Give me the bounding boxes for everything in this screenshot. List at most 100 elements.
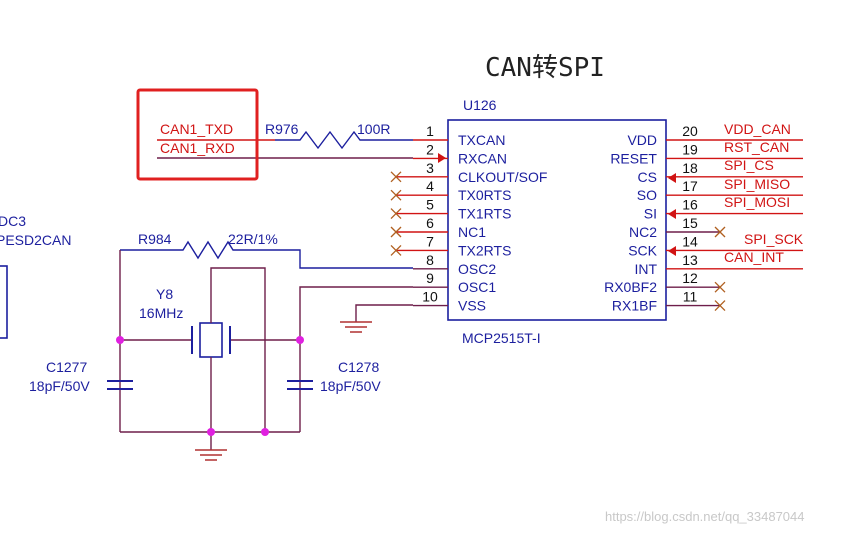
junction-dot xyxy=(207,428,215,436)
y8-ref: Y8 xyxy=(156,286,173,302)
partial-ref: DC3 xyxy=(0,213,26,229)
pin-number: 5 xyxy=(426,197,434,213)
net-vdd-can: VDD_CAN xyxy=(724,121,791,137)
pin-name: OSC2 xyxy=(458,261,496,277)
pin-name: RESET xyxy=(610,150,657,166)
pin-number: 7 xyxy=(426,233,434,249)
pin-number: 6 xyxy=(426,215,434,231)
pin-number: 3 xyxy=(426,160,434,176)
pin2-input-arrow xyxy=(438,153,446,163)
pin-name: RX1BF xyxy=(612,298,657,314)
pin16-input-arrow xyxy=(668,209,676,219)
r984-ref: R984 xyxy=(138,231,172,247)
net-can1-txd: CAN1_TXD xyxy=(160,121,233,137)
c1277-value: 18pF/50V xyxy=(29,378,90,394)
no-connect-mark xyxy=(714,281,726,293)
net-can-int: CAN_INT xyxy=(724,249,784,265)
net-spi-mosi: SPI_MOSI xyxy=(724,194,790,210)
ic-right-pins: 20VDD19RESET18CS17SO16SI15NC214SCK13INT1… xyxy=(604,123,803,314)
resistor-r984 xyxy=(120,240,413,269)
pin-name: CLKOUT/SOF xyxy=(458,169,547,185)
wire-vss xyxy=(355,304,413,322)
pin-name: SCK xyxy=(628,242,657,258)
pin-name: NC2 xyxy=(629,224,657,240)
net-spi-miso: SPI_MISO xyxy=(724,176,790,192)
watermark: https://blog.csdn.net/qq_33487044 xyxy=(605,509,805,524)
pin-number: 17 xyxy=(682,178,698,194)
r976-ref: R976 xyxy=(265,121,299,137)
no-connect-mark xyxy=(390,171,402,183)
ground-symbol-osc xyxy=(195,449,227,461)
wire-crystal-case xyxy=(210,267,266,432)
pin-number: 18 xyxy=(682,160,698,176)
pin14-input-arrow xyxy=(668,246,676,256)
pin-number: 12 xyxy=(682,270,698,286)
no-connect-mark xyxy=(390,226,402,238)
partial-component-body xyxy=(0,265,8,339)
partial-value: PESD2CAN xyxy=(0,232,71,248)
pin-number: 19 xyxy=(682,141,698,157)
pin-number: 10 xyxy=(422,289,438,305)
pin-number: 9 xyxy=(426,270,434,286)
diagram-title: CAN转SPI xyxy=(485,53,605,83)
pin-number: 15 xyxy=(682,215,698,231)
pin-name: VSS xyxy=(458,298,486,314)
pin-number: 14 xyxy=(682,233,698,249)
highlight-box xyxy=(136,88,259,181)
pin-name: SO xyxy=(637,187,657,203)
pin-name: RXCAN xyxy=(458,150,507,166)
net-spi-sck: SPI_SCK xyxy=(744,231,804,247)
pin-name: TX2RTS xyxy=(458,242,511,258)
junction-dot xyxy=(116,336,124,344)
r976-value: 100R xyxy=(357,121,390,137)
pin-number: 4 xyxy=(426,178,434,194)
c1278-value: 18pF/50V xyxy=(320,378,381,394)
pin-name: TX1RTS xyxy=(458,206,511,222)
pin-name: OSC1 xyxy=(458,279,496,295)
pin-name: INT xyxy=(634,261,657,277)
ground-symbol-vss xyxy=(340,321,372,333)
pin-name: VDD xyxy=(627,132,657,148)
c1277-ref: C1277 xyxy=(46,359,87,375)
crystal-body xyxy=(199,322,223,358)
pin-number: 8 xyxy=(426,252,434,268)
wire-osc1 xyxy=(299,286,413,432)
junction-dot xyxy=(261,428,269,436)
no-connect-mark xyxy=(714,226,726,238)
pin-name: CS xyxy=(638,169,657,185)
pin-number: 16 xyxy=(682,197,698,213)
r984-value: 22R/1% xyxy=(228,231,278,247)
net-spi-cs: SPI_CS xyxy=(724,157,774,173)
ic-ref: U126 xyxy=(463,97,497,113)
no-connect-mark xyxy=(390,208,402,220)
pin-name: SI xyxy=(644,206,657,222)
no-connect-mark xyxy=(390,189,402,201)
y8-value: 16MHz xyxy=(139,305,183,321)
ic-left-pins: 1TXCAN2RXCAN3CLKOUT/SOF4TX0RTS5TX1RTS6NC… xyxy=(390,123,547,314)
junction-dot xyxy=(296,336,304,344)
ic-part: MCP2515T-I xyxy=(462,330,541,346)
no-connect-mark xyxy=(390,244,402,256)
ic-body xyxy=(447,119,667,321)
pin-number: 13 xyxy=(682,252,698,268)
pin-number: 20 xyxy=(682,123,698,139)
net-rst-can: RST_CAN xyxy=(724,139,789,155)
